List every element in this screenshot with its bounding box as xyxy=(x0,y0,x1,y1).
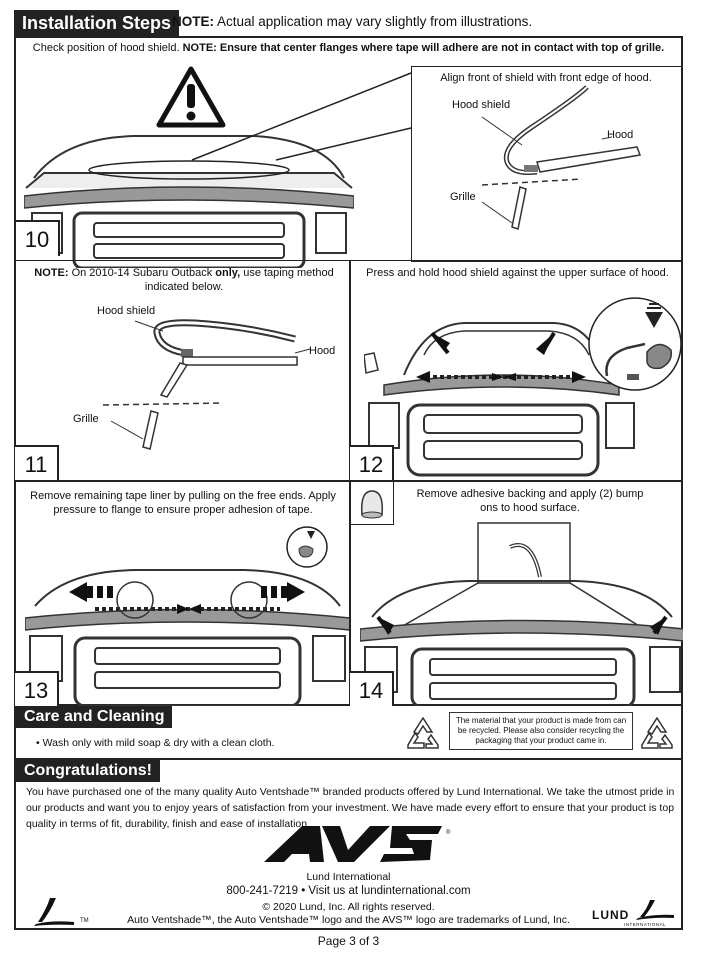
section-title-care: Care and Cleaning xyxy=(16,706,173,728)
label-grille-11: Grille xyxy=(73,413,99,425)
care-section: Care and Cleaning • Wash only with mild … xyxy=(14,706,683,760)
callout-lines-10 xyxy=(191,72,412,161)
congrats-section: Congratulations! You have purchased one … xyxy=(14,758,683,930)
bump-on-icon xyxy=(360,490,384,519)
installation-frame: Check position of hood shield. NOTE: Ens… xyxy=(14,36,683,706)
step-number-14: 14 xyxy=(350,671,394,706)
warning-icon xyxy=(156,66,226,128)
recycle-note-box: The material that your product is made f… xyxy=(449,712,633,750)
step-number-10: 10 xyxy=(16,220,60,256)
contact-line: 800-241-7219 • Visit us at lundinternati… xyxy=(226,885,471,897)
shield-detail-diagram-11 xyxy=(102,319,311,450)
step10-inset-caption: Align front of shield with front edge of… xyxy=(440,72,652,84)
label-grille-10: Grille xyxy=(450,191,476,203)
copyright-line: © 2020 Lund, Inc. All rights reserved. xyxy=(262,901,435,913)
company-name: Lund International xyxy=(306,871,391,883)
truck-illustration-12 xyxy=(364,322,635,477)
step10-inset: Align front of shield with front edge of… xyxy=(411,66,683,262)
step12-caption: Press and hold hood shield against the u… xyxy=(366,267,669,279)
lund-brand: LUND xyxy=(592,908,630,922)
avs-logo: ® xyxy=(264,826,451,862)
label-hood-10: Hood xyxy=(607,129,634,141)
step-number-13: 13 xyxy=(15,671,59,706)
svg-text:®: ® xyxy=(446,829,451,836)
step14-panel: Remove adhesive backing and apply (2) bu… xyxy=(349,480,683,706)
truck-illustration-14 xyxy=(360,522,683,706)
step11-panel: NOTE: On 2010-14 Subaru Outback only, us… xyxy=(14,260,351,482)
lund-brand-sub: INTERNATIONAL xyxy=(624,922,667,927)
page-number: Page 3 of 3 xyxy=(317,934,380,948)
press-hand-inset xyxy=(588,297,682,391)
section-title-congrats: Congratulations! xyxy=(16,760,160,782)
step13-panel: Remove remaining tape liner by pulling o… xyxy=(14,480,351,706)
section-title-installation: Installation Steps xyxy=(14,10,180,36)
recycle-icon-right xyxy=(641,716,673,749)
tm-mark: TM xyxy=(80,918,89,924)
congrats-text: You have purchased one of the many quali… xyxy=(26,786,675,830)
bump-on-inset xyxy=(350,481,394,525)
step14-caption: Remove adhesive backing and apply (2) bu… xyxy=(416,488,644,514)
label-hood-shield-11: Hood shield xyxy=(97,305,156,317)
step13-caption: Remove remaining tape liner by pulling o… xyxy=(30,490,336,516)
step-number-12: 12 xyxy=(350,445,394,481)
shield-detail-diagram-10 xyxy=(481,85,642,230)
label-hood-shield-10: Hood shield xyxy=(452,99,511,111)
truck-illustration-13 xyxy=(25,569,350,706)
step12-panel: Press and hold hood shield against the u… xyxy=(349,260,683,482)
step-number-11: 11 xyxy=(15,445,59,481)
header-note: NOTE: Actual application may vary slight… xyxy=(172,14,533,29)
step10-caption: Check position of hood shield. NOTE: Ens… xyxy=(32,42,665,54)
label-hood-11: Hood xyxy=(309,345,336,357)
truck-illustration-10 xyxy=(24,135,354,268)
care-bullet: • Wash only with mild soap & dry with a … xyxy=(36,737,275,749)
recycle-note: The material that your product is made f… xyxy=(455,716,627,745)
step11-caption: NOTE: On 2010-14 Subaru Outback only, us… xyxy=(34,267,334,293)
recycle-icon-left xyxy=(407,716,439,749)
trademark-line: Auto Ventshade™, the Auto Ventshade™ log… xyxy=(127,914,570,926)
lund-swoosh-icon xyxy=(34,898,74,926)
press-hand-icon-13 xyxy=(286,526,328,568)
lund-brand-swoosh xyxy=(636,900,674,920)
